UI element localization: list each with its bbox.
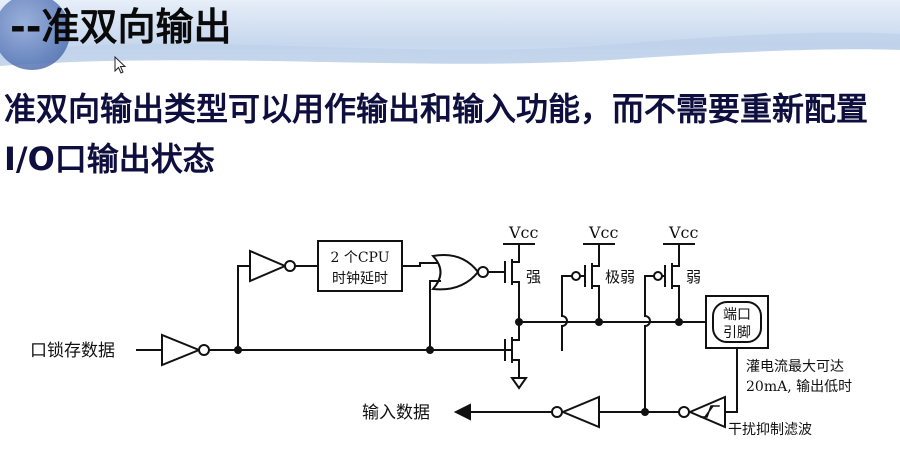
sink-current-label-line2: 20mA, 输出低时 xyxy=(746,379,852,395)
logo-circle xyxy=(0,0,70,70)
description-text: 准双向输出类型可以用作输出和输入功能，而不需要重新配置I/O口输出状态 xyxy=(4,90,869,178)
delay-block-label-line1: 2 个CPU xyxy=(330,250,389,266)
page-title: --准双向输出 xyxy=(10,5,232,49)
vcc-label-strong: Vcc xyxy=(508,223,539,242)
port-pin-label-line1: 端口 xyxy=(723,307,751,323)
vcc-label-very-weak: Vcc xyxy=(588,223,619,242)
vcc-label-weak: Vcc xyxy=(668,223,699,242)
sink-current-label-line1: 灌电流最大可达 xyxy=(746,359,844,375)
delay-block-label-line2: 时钟延时 xyxy=(332,270,388,287)
input-data-label: 输入数据 xyxy=(362,403,430,423)
header-wave xyxy=(0,32,900,80)
strong-transistor-label: 强 xyxy=(526,268,541,286)
latch-data-label: 口锁存数据 xyxy=(30,341,115,361)
weak-transistor-label: 弱 xyxy=(686,268,701,286)
mouse-cursor-icon xyxy=(114,56,127,74)
interference-filter-label: 干扰抑制滤波 xyxy=(728,422,812,438)
very-weak-transistor-label: 极弱 xyxy=(605,268,635,286)
port-pin-label-line2: 引脚 xyxy=(723,325,751,341)
quasi-bidirectional-circuit-diagram: Vcc Vcc Vcc 2 个CPU 时钟延时 强 极弱 弱 端口 引脚 口锁存… xyxy=(30,223,852,438)
